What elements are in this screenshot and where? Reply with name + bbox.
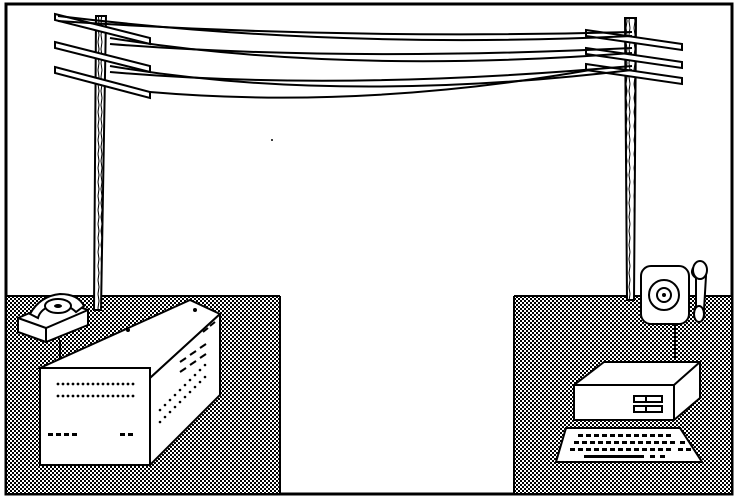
mainframe-cabinet-icon (36, 298, 222, 468)
wall-telephone-icon (640, 260, 708, 325)
overhead-telephone-wires (57, 15, 633, 99)
desk-rotary-telephone-icon (17, 292, 89, 344)
right-telephone-pole (585, 17, 683, 301)
personal-computer-icon (554, 361, 704, 463)
left-telephone-pole (54, 12, 151, 311)
